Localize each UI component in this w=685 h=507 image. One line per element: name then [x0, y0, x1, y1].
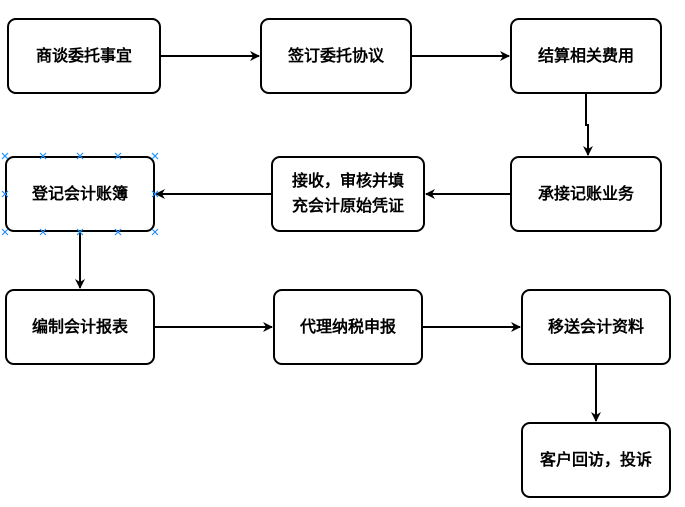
node-register[interactable]: 登记会计账簿: [5, 156, 155, 232]
node-register-label: 登记会计账簿: [31, 184, 128, 203]
node-tax-label: 代理纳税申报: [299, 317, 396, 336]
node-compile[interactable]: 编制会计报表: [5, 289, 155, 365]
node-undertake[interactable]: 承接记账业务: [510, 156, 662, 232]
node-negotiate-label: 商谈委托事宜: [35, 46, 132, 65]
node-receive-line2: 充会计原始凭证: [291, 196, 404, 215]
node-settle-label: 结算相关费用: [537, 46, 634, 65]
node-visit[interactable]: 客户回访，投诉: [521, 422, 671, 498]
node-compile-label: 编制会计报表: [31, 317, 128, 336]
node-undertake-label: 承接记账业务: [537, 184, 634, 203]
edge-settle-to-undertake: [583, 94, 593, 156]
node-tax[interactable]: 代理纳税申报: [273, 289, 423, 365]
node-visit-label: 客户回访，投诉: [539, 450, 652, 469]
node-sign[interactable]: 签订委托协议: [260, 18, 412, 94]
node-transfer-label: 移送会计资料: [547, 317, 644, 336]
node-transfer[interactable]: 移送会计资料: [521, 289, 671, 365]
node-receive[interactable]: 接收，审核并填 充会计原始凭证: [271, 156, 425, 232]
node-receive-line1: 接收，审核并填: [291, 171, 404, 191]
node-negotiate[interactable]: 商谈委托事宜: [7, 18, 161, 94]
node-sign-label: 签订委托协议: [287, 46, 384, 65]
node-settle[interactable]: 结算相关费用: [510, 18, 662, 94]
node-receive-text: 接收，审核并填 充会计原始凭证: [292, 169, 404, 219]
